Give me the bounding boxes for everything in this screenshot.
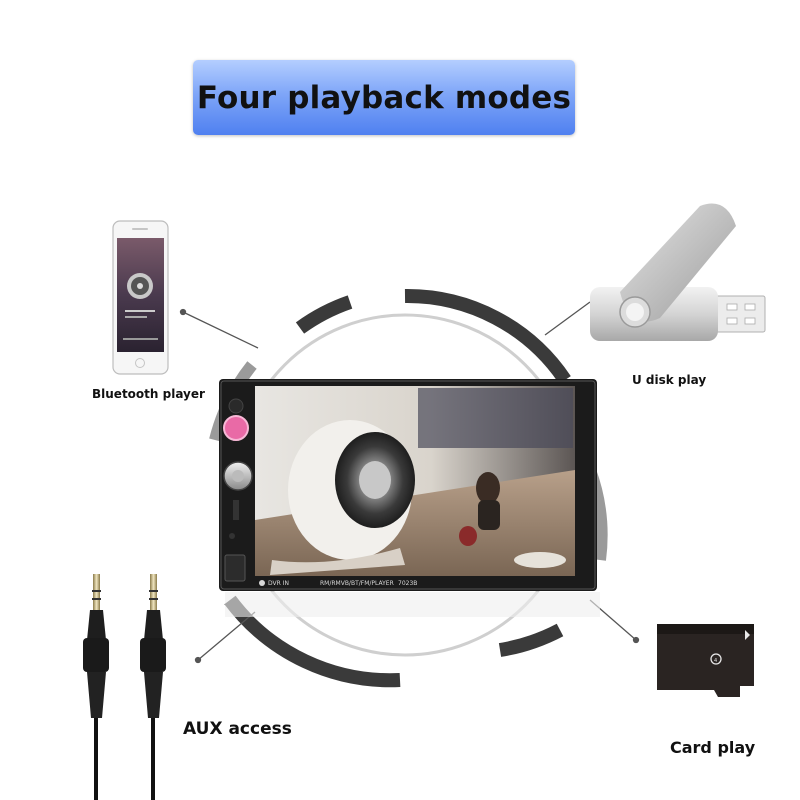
usb-drive-icon [590,203,766,341]
page-title: Four playback modes [196,79,572,116]
strip-modes-label: RM/RMVB/BT/FM/PLAYER [320,580,394,587]
power-button [223,415,249,441]
head-unit: DVR IN RM/RMVB/BT/FM/PLAYER 7023B [219,379,600,617]
screen-image [255,386,575,576]
aux-cable-icon [83,574,166,800]
sd-card-icon: 4 [657,624,754,697]
phone-icon [112,220,169,375]
control-panel [223,398,253,582]
svg-text:4: 4 [714,658,717,664]
strip-model-label: 7023B [398,580,417,587]
bluetooth-player-label: Bluetooth player [92,387,205,401]
u-disk-play-label: U disk play [632,373,707,387]
bottom-strip: DVR IN RM/RMVB/BT/FM/PLAYER 7023B [259,580,417,587]
card-play-label: Card play [670,738,756,757]
aux-access-label: AUX access [183,719,292,739]
title-banner: Four playback modes [193,60,575,135]
strip-dvr-label: DVR IN [268,580,289,587]
